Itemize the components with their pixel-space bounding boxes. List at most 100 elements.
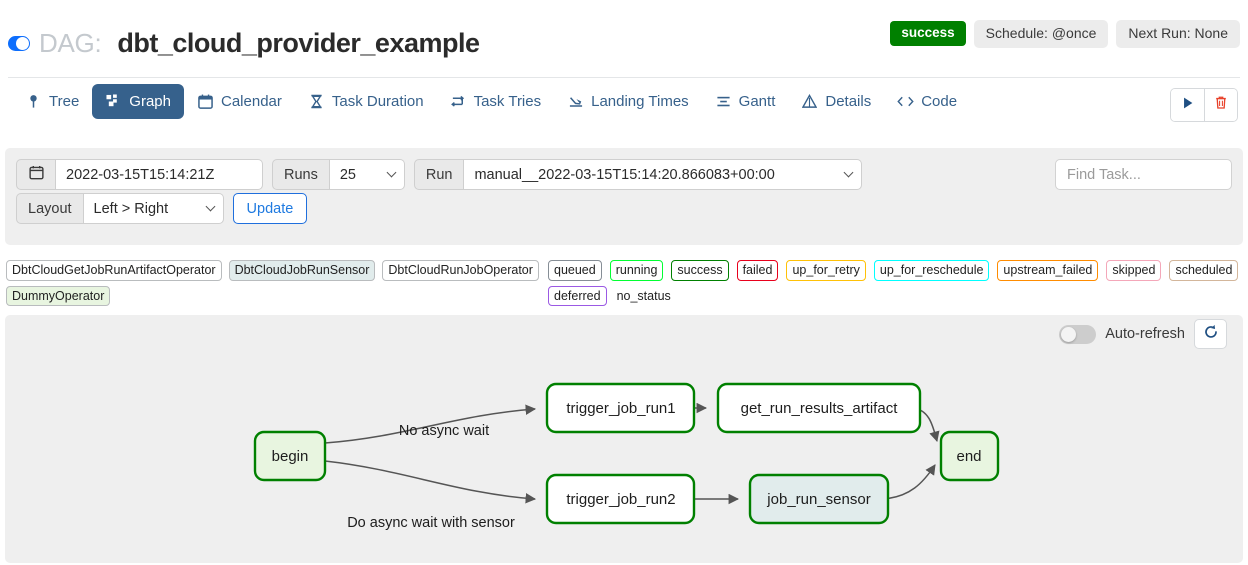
state-legend-no-status: no_status — [616, 288, 671, 303]
triangle-info-icon — [801, 93, 818, 110]
tab-tree[interactable]: Tree — [12, 84, 92, 119]
tab-task-tries[interactable]: Task Tries — [437, 84, 555, 119]
refresh-icon — [1203, 324, 1219, 345]
dag-actions — [1170, 88, 1238, 122]
code-icon — [897, 93, 914, 110]
state-legend-deferred[interactable]: deferred — [548, 285, 607, 306]
dag-run-select[interactable]: manual__2022-03-15T15:14:20.866083+00:00 — [464, 159, 863, 190]
landing-icon — [567, 93, 584, 110]
tab-graph[interactable]: Graph — [92, 84, 184, 119]
graph-node-get-run-results-artifact[interactable]: get_run_results_artifact — [716, 382, 922, 434]
operator-legend: DbtCloudGetJobRunArtifactOperator DbtClo… — [6, 260, 546, 306]
dag-graph-canvas[interactable]: begin trigger_job_run1 get_run_results_a… — [5, 315, 1243, 563]
state-legend-up-for-reschedule[interactable]: up_for_reschedule — [873, 260, 990, 281]
node-label: trigger_job_run2 — [566, 491, 675, 508]
node-label: job_run_sensor — [766, 491, 870, 508]
state-legend-running[interactable]: running — [609, 260, 664, 281]
toolbar-row-primary: 2022-03-15T15:14:21Z Runs 25 Run manual_… — [16, 159, 863, 190]
operator-legend-item[interactable]: DbtCloudRunJobOperator — [382, 260, 539, 281]
tab-label: Task Duration — [331, 93, 424, 110]
auto-refresh-toggle[interactable] — [1059, 324, 1097, 344]
tab-label: Landing Times — [591, 93, 689, 110]
state-legend-up-for-retry[interactable]: up_for_retry — [786, 260, 866, 281]
graph-node-trigger-job-run1[interactable]: trigger_job_run1 — [545, 382, 696, 434]
page-header: DAG: dbt_cloud_provider_example success … — [0, 0, 1248, 78]
runs-label: Runs — [272, 159, 330, 190]
node-label: get_run_results_artifact — [741, 400, 899, 417]
toolbar-row-secondary: Layout Left > Right Update — [16, 193, 308, 224]
state-legend-upstream-failed[interactable]: upstream_failed — [997, 260, 1099, 281]
base-date-input[interactable]: 2022-03-15T15:14:21Z — [56, 159, 263, 190]
find-task-input[interactable]: Find Task... — [1055, 159, 1232, 190]
tab-landing-times[interactable]: Landing Times — [554, 84, 702, 119]
graph-node-trigger-job-run2[interactable]: trigger_job_run2 — [545, 473, 696, 525]
tab-calendar[interactable]: Calendar — [184, 84, 295, 119]
graph-node-begin[interactable]: begin — [253, 430, 327, 482]
edge-sensor-to-end — [882, 464, 936, 500]
state-legend-scheduled[interactable]: scheduled — [1169, 260, 1239, 281]
edge-label-do-async-wait: Do async wait with sensor — [347, 515, 515, 531]
state-legend-failed[interactable]: failed — [736, 260, 779, 281]
state-legend-skipped[interactable]: skipped — [1106, 260, 1162, 281]
header-status-group: success Schedule: @once Next Run: None — [890, 20, 1240, 48]
operator-legend-item[interactable]: DbtCloudJobRunSensor — [228, 260, 376, 281]
auto-refresh-bar: Auto-refresh — [1059, 319, 1227, 349]
tab-gantt[interactable]: Gantt — [702, 84, 789, 119]
hourglass-icon — [308, 93, 325, 110]
state-legend-queued[interactable]: queued — [548, 260, 602, 281]
calendar-picker-button[interactable] — [16, 159, 56, 190]
retry-icon — [450, 93, 467, 110]
status-badge: success — [890, 21, 966, 47]
graph-edge-labels: No async wait Do async wait with sensor — [347, 423, 515, 531]
graph-icon — [105, 93, 122, 110]
delete-dag-button[interactable] — [1204, 89, 1237, 121]
next-run-badge: Next Run: None — [1116, 20, 1240, 48]
operator-legend-item[interactable]: DbtCloudGetJobRunArtifactOperator — [6, 260, 222, 281]
tab-label: Calendar — [221, 93, 282, 110]
num-runs-select[interactable]: 25 — [329, 159, 405, 190]
gantt-icon — [715, 93, 732, 110]
edge-label-no-async-wait: No async wait — [399, 423, 489, 439]
dag-name: dbt_cloud_provider_example — [117, 28, 480, 58]
node-label: begin — [272, 448, 309, 465]
dag-label: DAG: — [39, 28, 102, 58]
operator-legend-item[interactable]: DummyOperator — [6, 285, 111, 306]
graph-node-job-run-sensor[interactable]: job_run_sensor — [748, 473, 890, 525]
layout-group: Layout Left > Right — [16, 193, 224, 224]
page-title: DAG: dbt_cloud_provider_example — [8, 28, 480, 59]
dag-graph-panel: Auto-refresh — [5, 315, 1243, 563]
view-tabs: Tree Graph — [12, 84, 970, 119]
run-label: Run — [413, 159, 465, 190]
tab-label: Details — [825, 93, 872, 110]
state-legend-success[interactable]: success — [671, 260, 729, 281]
tree-icon — [25, 93, 42, 110]
state-legend: queued running success failed up_for_ret… — [548, 260, 1248, 306]
layout-select[interactable]: Left > Right — [83, 193, 224, 224]
view-tabs-bar: Tree Graph — [0, 84, 1248, 130]
header-divider — [8, 77, 1240, 78]
tab-label: Gantt — [738, 93, 776, 110]
tab-details[interactable]: Details — [788, 84, 884, 119]
tab-task-duration[interactable]: Task Duration — [295, 84, 437, 119]
tab-label: Tree — [49, 93, 80, 110]
trigger-dag-button[interactable] — [1171, 89, 1204, 121]
tab-code[interactable]: Code — [884, 84, 970, 119]
calendar-icon — [28, 165, 44, 185]
update-button[interactable]: Update — [232, 193, 308, 224]
schedule-badge[interactable]: Schedule: @once — [973, 20, 1109, 48]
tab-label: Code — [921, 93, 958, 110]
auto-refresh-label: Auto-refresh — [1105, 326, 1185, 342]
dag-run-toolbar: 2022-03-15T15:14:21Z Runs 25 Run manual_… — [5, 148, 1243, 245]
play-icon — [1181, 96, 1195, 115]
graph-nodes: begin trigger_job_run1 get_run_results_a… — [253, 382, 1000, 525]
calendar-icon — [197, 93, 214, 110]
edge-begin-to-trigger2 — [324, 460, 537, 504]
dag-pause-toggle[interactable] — [8, 36, 30, 51]
graph-node-end[interactable]: end — [939, 430, 1000, 482]
dag-run-group: Run manual__2022-03-15T15:14:20.866083+0… — [413, 159, 863, 190]
legend-zone: DbtCloudGetJobRunArtifactOperator DbtClo… — [0, 256, 1248, 306]
num-runs-group: Runs 25 — [272, 159, 405, 190]
refresh-button[interactable] — [1194, 319, 1227, 349]
node-label: trigger_job_run1 — [566, 400, 675, 417]
